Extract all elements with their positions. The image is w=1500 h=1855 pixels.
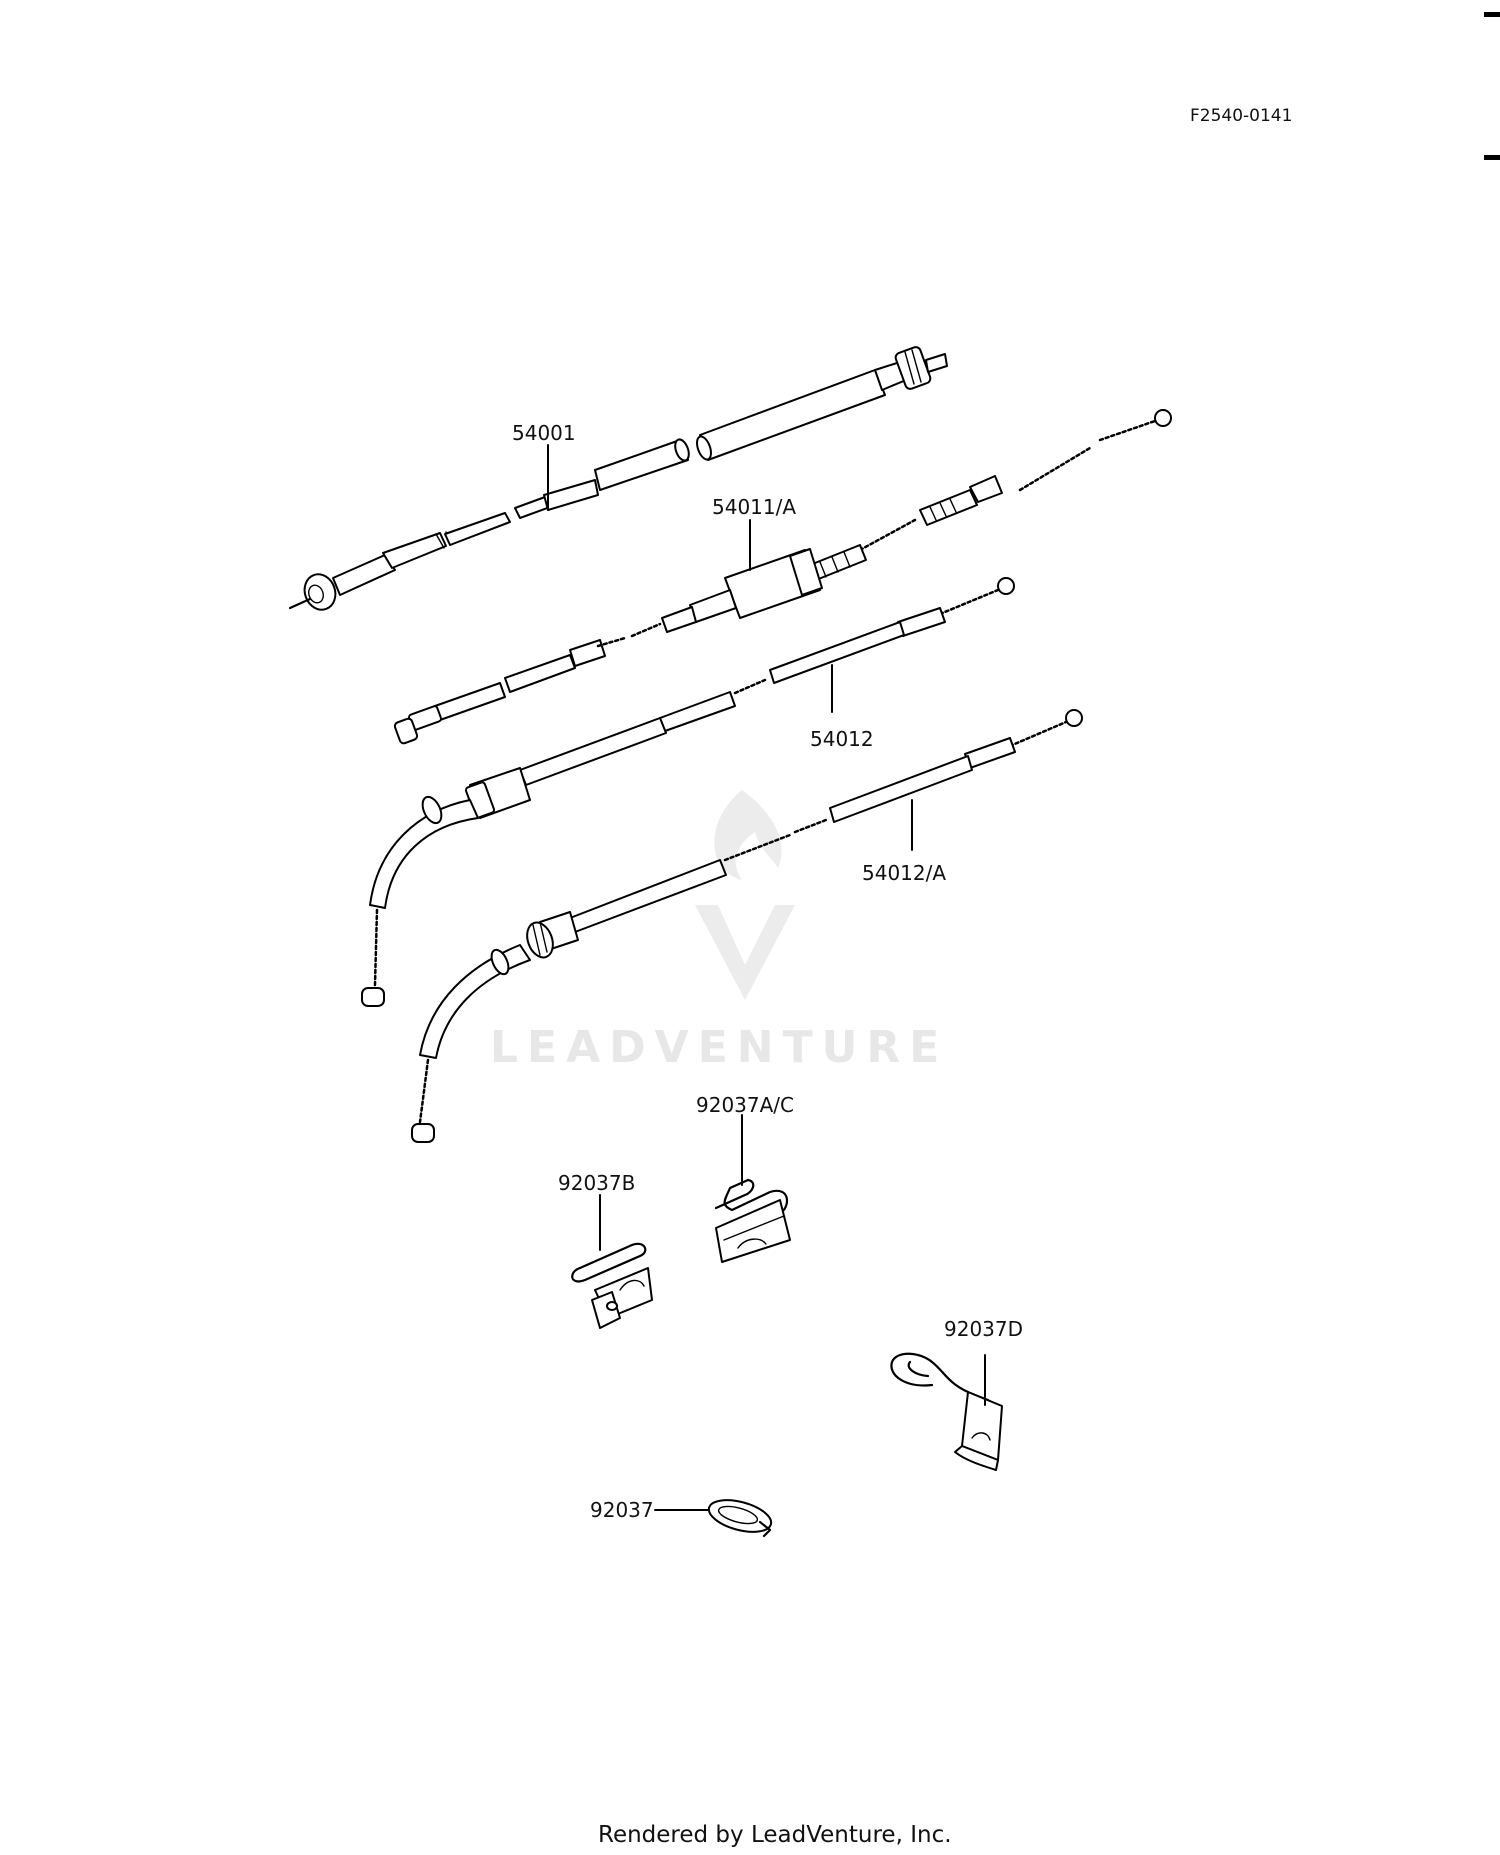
part-92037b-clamp xyxy=(571,1242,653,1329)
cable-54011a-wire-e xyxy=(596,636,627,648)
cable-54001-left-sleeve xyxy=(332,554,396,596)
cable-54012-bend-collar xyxy=(421,795,443,825)
part-label-54012: 54012 xyxy=(810,727,874,751)
cable-54012a-top-end xyxy=(1065,709,1083,727)
cable-54012-top-end xyxy=(997,577,1015,595)
cable-54011a-junction-nut xyxy=(789,548,823,596)
cable-54001-right-tip xyxy=(925,353,948,373)
clamp-92037ac-wire xyxy=(714,1178,789,1224)
cable-54001-housing-a xyxy=(594,439,689,491)
part-label-92037: 92037 xyxy=(590,1498,654,1522)
cable-54001-mid-fitting xyxy=(543,479,599,511)
clamp-92037ac-body xyxy=(715,1199,791,1263)
cable-54011a-top-adjuster xyxy=(919,489,978,526)
part-label-92037ac: 92037A/C xyxy=(696,1093,794,1117)
diagram-code: F2540-0141 xyxy=(1190,106,1292,126)
cable-54011a-lower-sleeve xyxy=(661,606,697,633)
cable-54011a-top-wire xyxy=(1098,419,1157,442)
part-92037-clip xyxy=(707,1499,773,1538)
watermark-flame-icon xyxy=(714,790,782,880)
part-label-92037d: 92037D xyxy=(944,1317,1023,1341)
cable-54012-top-fitting xyxy=(897,607,946,637)
cable-54011a-top-end xyxy=(1154,409,1172,427)
cable-54012-mid-wire xyxy=(733,678,767,695)
cable-54012-bend xyxy=(369,799,479,909)
cable-54012a-lower-housing xyxy=(569,859,727,933)
cable-54011a-bottom-end xyxy=(393,717,419,745)
clip-92037-tab xyxy=(758,1520,772,1538)
cable-54011a-top-fitting xyxy=(969,475,1003,503)
cable-54001-left-fitting xyxy=(382,532,447,569)
part-54001-cable xyxy=(288,346,948,611)
cable-54011a-bottom-housing xyxy=(434,682,506,721)
cable-54012-upper-housing xyxy=(769,621,905,684)
watermark-text: LEADVENTURE xyxy=(490,1022,948,1073)
edge-mark-top xyxy=(1484,12,1500,17)
cable-54012a-bend xyxy=(419,944,531,1059)
cable-54001-housing-a-end xyxy=(674,438,690,462)
cable-54012a-top-wire xyxy=(1008,720,1068,748)
watermark-v-icon xyxy=(695,905,795,1000)
cable-54012a-mid-wire-b xyxy=(723,833,792,862)
cable-54001-left-stub xyxy=(444,512,511,546)
part-92037d-bracket xyxy=(890,1352,1003,1471)
cable-54011a-lower-ferrule xyxy=(569,639,606,667)
cable-54012a-bottom-end xyxy=(411,1123,435,1143)
cable-54001-left-nut-face xyxy=(308,584,324,604)
part-label-92037b: 92037B xyxy=(558,1171,635,1195)
cable-54012-lower-housing xyxy=(519,717,667,786)
cable-54001-housing-b xyxy=(699,369,886,461)
cable-54001-right-nut xyxy=(894,346,932,390)
cable-54012-bottom-wire xyxy=(373,908,379,987)
cable-54011a-lower-fitting xyxy=(689,589,737,623)
part-54011a-cable xyxy=(393,409,1172,745)
clip-92037-inner xyxy=(717,1505,759,1525)
part-label-54001: 54001 xyxy=(512,421,576,445)
part-54012-cable xyxy=(361,577,1015,1007)
clamp-92037b-wire xyxy=(571,1242,647,1283)
edge-mark-middle xyxy=(1484,155,1500,160)
cable-54011a-wire-b xyxy=(1018,446,1092,492)
cable-54012a-top-fitting xyxy=(964,737,1016,769)
part-label-54011a: 54011/A xyxy=(712,495,796,519)
clamp-92037b-base xyxy=(591,1291,621,1329)
cable-54001-tip xyxy=(288,597,312,610)
cable-54012-top-wire xyxy=(938,588,1000,616)
cable-54012a-upper-housing xyxy=(829,755,973,823)
part-label-54012a: 54012/A xyxy=(862,861,946,885)
cable-54012-bottom-end xyxy=(361,987,385,1007)
cable-54012-mid-sleeve xyxy=(659,691,736,732)
bracket-92037d-tab xyxy=(954,1445,999,1471)
footer-credit: Rendered by LeadVenture, Inc. xyxy=(598,1822,952,1848)
cable-54011a-wire-d xyxy=(630,622,662,638)
cable-54011a-wire-c xyxy=(858,518,917,552)
bracket-92037d-loop xyxy=(890,1352,990,1402)
cable-54001-housing-b-start xyxy=(696,435,712,461)
cable-54012a-bottom-wire xyxy=(418,1058,430,1124)
clamp-92037b-hole xyxy=(606,1301,618,1311)
cable-54012a-bend-collar xyxy=(490,948,510,976)
cable-54011a-lower-housing xyxy=(504,654,576,693)
part-54012a-cable xyxy=(411,709,1083,1143)
part-92037ac-clamp xyxy=(714,1178,791,1263)
cable-54012a-mid-wire xyxy=(793,818,828,834)
